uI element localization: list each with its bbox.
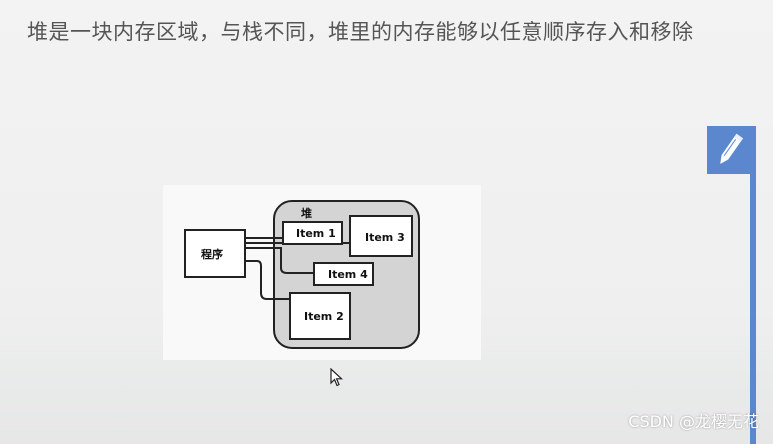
item-4-label: Item 4 [328, 268, 368, 281]
item-2-box [289, 292, 351, 340]
heap-diagram: 堆 程序 Item 1 Item 3 Item 4 Item 2 [163, 185, 481, 360]
item-4-box [313, 262, 374, 286]
program-box [184, 229, 246, 278]
heap-diagram-svg: 堆 程序 Item 1 Item 3 Item 4 Item 2 [184, 200, 420, 349]
item-3-label: Item 3 [365, 231, 405, 244]
connector-item-4 [245, 247, 314, 274]
item-1-label: Item 1 [296, 227, 336, 240]
edit-button[interactable] [707, 126, 753, 174]
mouse-pointer-icon [330, 368, 344, 387]
item-3-box [349, 215, 413, 257]
heap-label: 堆 [301, 206, 312, 220]
program-label: 程序 [201, 247, 223, 261]
csdn-watermark: CSDN @龙樱无花 [628, 412, 759, 431]
connector-item-2 [245, 260, 290, 300]
pencil-icon [720, 133, 744, 164]
heap-description-text: 堆是一块内存区域，与栈不同，堆里的内存能够以任意顺序存入和移除 [27, 20, 694, 44]
right-scroll-rail[interactable] [750, 126, 756, 444]
item-2-label: Item 2 [304, 310, 344, 323]
item-1-box [282, 221, 343, 245]
